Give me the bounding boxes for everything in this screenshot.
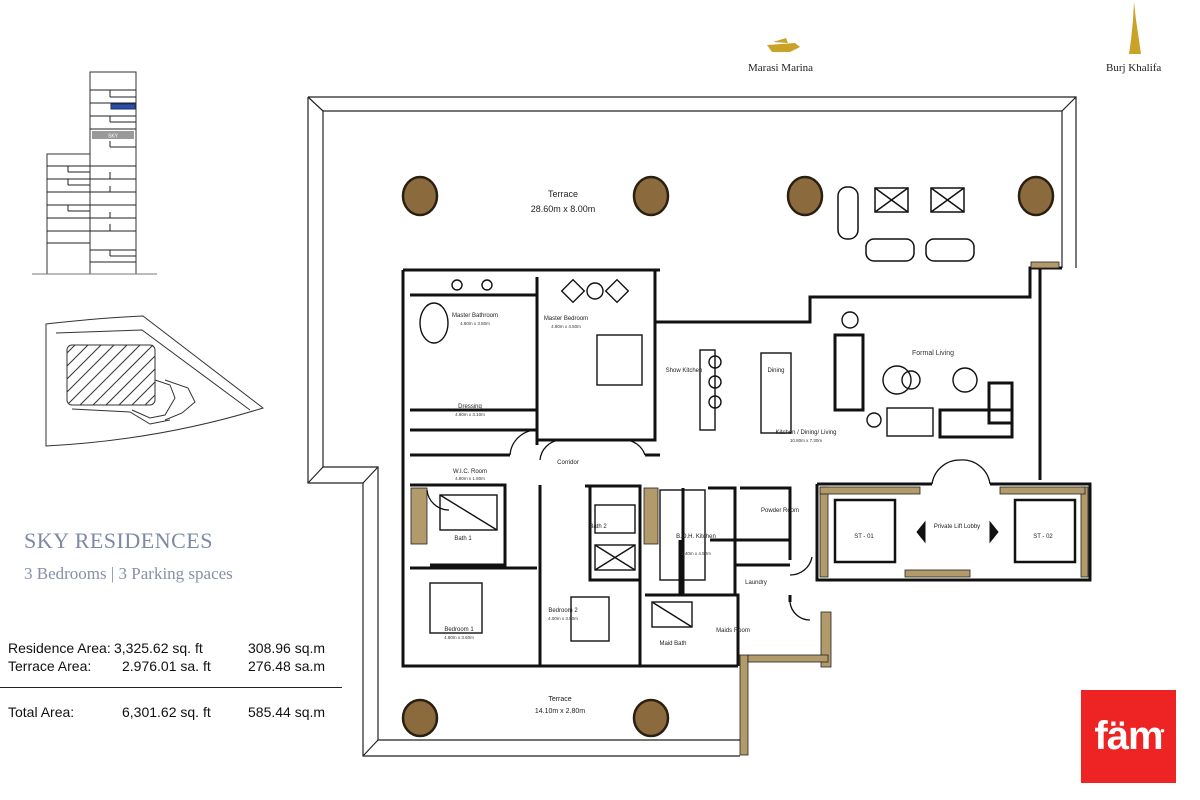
kitchen-dining-living-label: Kitchen / Dining/ Living <box>775 430 836 436</box>
interior-walls <box>401 266 1092 668</box>
total-label: Total Area: <box>8 704 75 720</box>
lift-st02 <box>1013 498 1077 564</box>
area-label: Residence Area: <box>8 640 111 656</box>
marasi-marina-label: Marasi Marina <box>748 62 814 74</box>
total-sqm: 585.44 sq.m <box>248 704 326 720</box>
bedroom1-dim: 4.80m x 3.60m <box>444 635 474 640</box>
area-divider <box>0 687 342 688</box>
room-labels: Terrace 28.60m x 8.00m Terrace 14.10m x … <box>444 189 1053 715</box>
bedroom2-label: Bedroom 2 <box>548 608 578 614</box>
gold-walls <box>410 261 1089 756</box>
registered-mark: ● <box>1160 726 1165 735</box>
burj-khalifa-label: Burj Khalifa <box>1106 62 1162 74</box>
column <box>1017 175 1055 217</box>
wic-label: W.I.C. Room <box>453 469 487 475</box>
master-bathroom-label: Master Bathroom <box>452 313 498 319</box>
dressing-dim: 4.80m x 3.10m <box>455 412 485 417</box>
column <box>401 175 439 217</box>
terrace-top-label: Terrace <box>548 189 578 199</box>
project-title: SKY RESIDENCES <box>24 528 213 553</box>
terrace-bottom-dim: 14.10m x 2.80m <box>535 708 585 715</box>
tower-floor-label: SKY <box>108 134 119 140</box>
kitchen-dining-living-dim: 10.80m x 7.30m <box>790 438 823 443</box>
lift-st01 <box>833 498 897 564</box>
interior-furniture <box>419 278 1014 642</box>
st02-label: ST - 02 <box>1033 534 1053 540</box>
show-kitchen-label: Show Kitchen <box>666 368 703 374</box>
laundry-label: Laundry <box>745 580 767 586</box>
master-bathroom-dim: 4.80m x 3.80m <box>460 321 490 326</box>
tower-elevation <box>32 71 157 275</box>
dressing-label: Dressing <box>458 404 482 410</box>
project-subtitle: 3 Bedrooms | 3 Parking spaces <box>24 564 233 583</box>
boh-kitchen-label: B.O.H. Kitchen <box>676 534 716 540</box>
area-label: Terrace Area: <box>8 658 92 674</box>
dining-label: Dining <box>767 368 784 374</box>
burj-khalifa-icon <box>1129 2 1141 54</box>
area-sqft: 2.976.01 sa. ft <box>122 658 211 674</box>
total-sqft: 6,301.62 sq. ft <box>122 704 211 720</box>
area-sqm: 308.96 sq.m <box>248 640 326 656</box>
area-row-residence: Residence Area: 3,325.62 sq. ft 308.96 s… <box>8 640 348 658</box>
column <box>786 175 824 217</box>
boh-kitchen-dim: 3.40m x 4.50m <box>681 551 711 556</box>
wic-dim: 4.80m x 1.80m <box>455 476 485 481</box>
logo-text: fäm <box>1094 714 1163 758</box>
maids-bath-label: Maid Bath <box>659 641 686 647</box>
area-sqft: 3,325.62 sq. ft <box>114 640 203 656</box>
maids-room-label: Maids Room <box>716 628 750 634</box>
yacht-icon <box>767 38 800 52</box>
terrace-outline <box>307 96 1077 757</box>
highlighted-floor <box>110 103 136 110</box>
bedroom2-dim: 4.00m x 3.80m <box>548 616 578 621</box>
st01-label: ST - 01 <box>854 534 874 540</box>
formal-living-label: Formal Living <box>912 350 954 357</box>
area-table: Residence Area: 3,325.62 sq. ft 308.96 s… <box>8 640 348 722</box>
area-row-terrace: Terrace Area: 2.976.01 sa. ft 276.48 sa.… <box>8 658 348 676</box>
column <box>632 175 670 217</box>
lift-lobby-label: Private Lift Lobby <box>934 524 980 530</box>
master-bedroom-label: Master Bedroom <box>544 316 588 322</box>
terrace-top-dim: 28.60m x 8.00m <box>531 204 596 214</box>
powder-room-label: Powder Room <box>761 508 799 514</box>
column <box>632 698 670 738</box>
column <box>401 698 439 738</box>
bath2-label: Bath 2 <box>589 524 607 530</box>
corridor-label: Corridor <box>557 460 579 466</box>
lift-shafts <box>833 498 1077 564</box>
terrace-furniture <box>837 186 975 262</box>
site-plan <box>45 315 265 447</box>
master-bedroom-dim: 4.80m x 4.50m <box>551 324 581 329</box>
area-row-total: Total Area: 6,301.62 sq. ft 585.44 sq.m <box>8 704 348 722</box>
bath1-label: Bath 1 <box>454 536 472 542</box>
doors <box>426 429 991 621</box>
terrace-bottom-label: Terrace <box>548 696 571 703</box>
area-sqm: 276.48 sa.m <box>248 658 326 674</box>
bedroom1-label: Bedroom 1 <box>444 627 474 633</box>
fam-logo: fäm● <box>1081 690 1176 783</box>
columns <box>401 175 1055 738</box>
